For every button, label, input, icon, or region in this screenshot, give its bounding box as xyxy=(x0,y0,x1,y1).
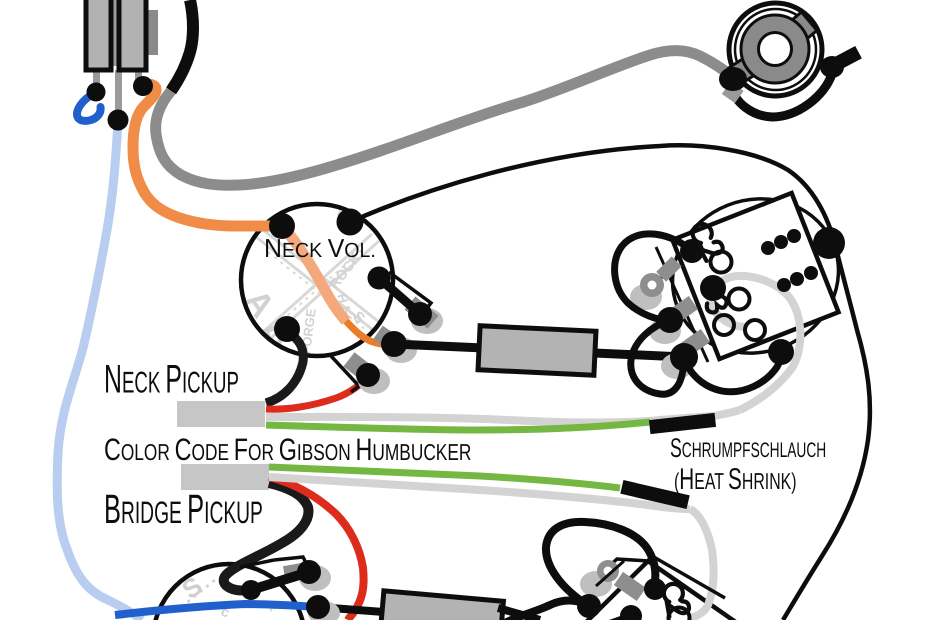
svg-text:(HEAT SHRINK): (HEAT SHRINK) xyxy=(674,463,797,496)
